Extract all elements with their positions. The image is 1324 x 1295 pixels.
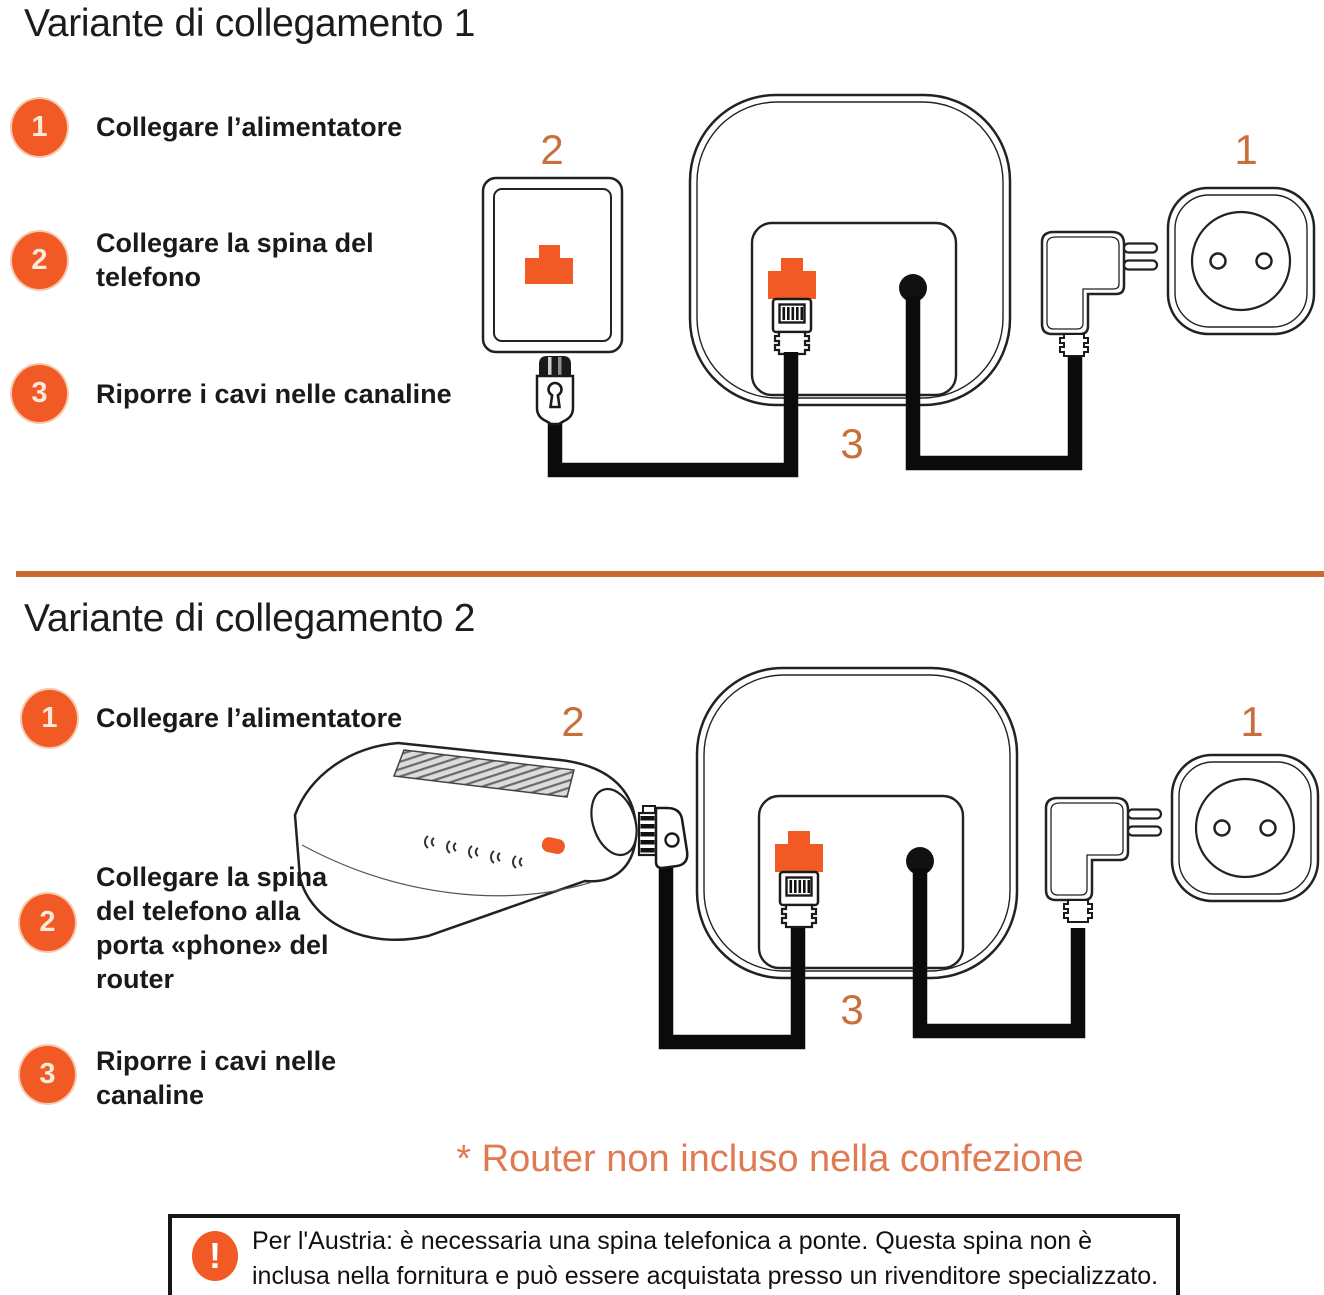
step-badge-2-1: 1	[22, 690, 77, 747]
step-badge-2-2: 2	[20, 894, 75, 951]
base-station-back-illustration	[688, 93, 1012, 407]
step-text-2-1: Collegare l’alimentatore	[96, 703, 403, 733]
step-text-1: Collegare l’alimentatore	[96, 112, 403, 142]
diagram-variant-1	[481, 93, 1316, 478]
label-cable-ducts-2: 3	[840, 986, 864, 1033]
step-badge-2: 2	[12, 232, 67, 289]
phone-port-icon	[525, 245, 573, 284]
phone-plug-icon	[535, 354, 575, 426]
phone-cable	[547, 352, 799, 478]
step-badge-1: 1	[12, 99, 67, 156]
power-cable	[905, 296, 1083, 471]
austria-note-text: Per l'Austria: è necessaria una spina te…	[252, 1227, 1159, 1290]
step-text-2-2: Collegare la spina del telefono alla por…	[96, 862, 329, 995]
router-illustration	[293, 741, 638, 941]
phone-plug-to-router-icon	[637, 804, 689, 870]
power-adapter-illustration	[1040, 230, 1159, 358]
phone-wall-socket-illustration	[481, 176, 624, 354]
exclamation-icon: !	[192, 1231, 238, 1281]
label-phone-socket: 2	[540, 126, 564, 173]
phone-cable	[658, 862, 806, 1050]
power-adapter-illustration-2	[1044, 796, 1163, 924]
base-station-back-illustration-2	[695, 666, 1019, 980]
step-text-2-3: Riporre i cavi nelle canaline	[96, 1046, 337, 1111]
label-power-outlet-2: 1	[1240, 698, 1264, 745]
label-power-outlet: 1	[1234, 126, 1258, 173]
section1-title: Variante di collegamento 1	[24, 2, 476, 45]
power-outlet-illustration	[1166, 186, 1316, 336]
power-cable	[912, 868, 1086, 1039]
router-vent-grille	[392, 749, 575, 798]
step-badge-2-3: 3	[20, 1046, 75, 1103]
austria-note-box: ! Per l'Austria: è necessaria una spina …	[168, 1214, 1180, 1295]
router-footnote: * Router non incluso nella confezione	[456, 1138, 1084, 1180]
step-text-2: Collegare la spina del telefono	[96, 228, 374, 293]
power-outlet-illustration-2	[1170, 753, 1320, 903]
label-router: 2	[561, 698, 585, 745]
step-badge-3: 3	[12, 365, 67, 422]
step-text-3: Riporre i cavi nelle canaline	[96, 379, 452, 409]
section-divider	[16, 571, 1324, 577]
diagram-variant-2	[293, 666, 1320, 1050]
label-cable-ducts: 3	[840, 420, 864, 467]
cables-variant-1	[547, 296, 1083, 478]
section2-title: Variante di collegamento 2	[24, 597, 476, 640]
router-button	[541, 837, 565, 855]
